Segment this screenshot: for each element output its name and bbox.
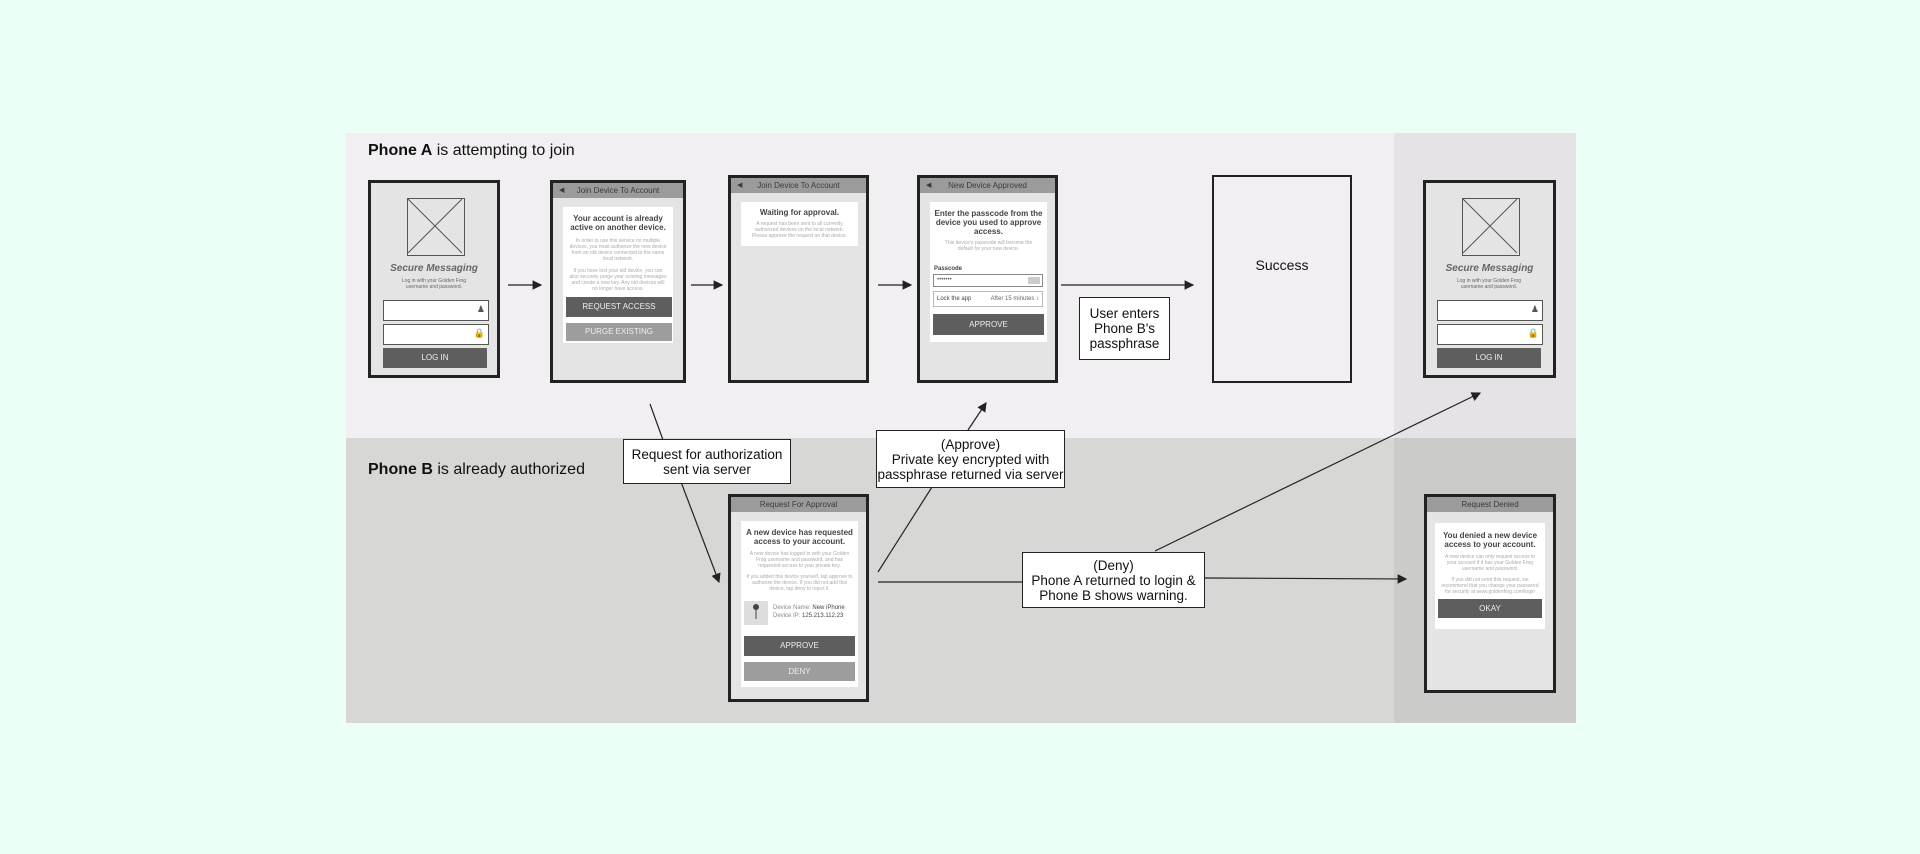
request-access-button[interactable]: REQUEST ACCESS: [566, 297, 672, 317]
back-arrow-icon[interactable]: ◀: [926, 182, 932, 189]
screen-header: Request Denied: [1427, 497, 1553, 512]
join-body-1: In order to use this service on multiple…: [569, 238, 667, 262]
callout-approve: (Approve) Private key encrypted with pas…: [876, 430, 1065, 488]
approve-button[interactable]: APPROVE: [744, 636, 855, 656]
passcode-field[interactable]: •••••••: [933, 274, 1043, 287]
request-body-1: A new device has logged in with your Gol…: [749, 551, 850, 569]
back-arrow-icon[interactable]: ◀: [737, 182, 743, 189]
request-card: A new device has requested access to you…: [741, 521, 858, 687]
phone-waiting: ◀Join Device To Account Waiting for appr…: [728, 175, 869, 383]
phone-request-approval: Request For Approval A new device has re…: [728, 494, 869, 702]
password-field[interactable]: 🔒: [1437, 324, 1543, 345]
username-field[interactable]: ♟: [383, 300, 489, 321]
app-title: Secure Messaging: [390, 263, 478, 274]
lock-icon: 🔒: [1527, 328, 1539, 338]
keyboard-icon: [1028, 277, 1040, 284]
waiting-heading: Waiting for approval.: [759, 208, 840, 217]
login-button[interactable]: LOG IN: [1437, 348, 1541, 368]
request-heading: A new device has requested access to you…: [746, 528, 853, 546]
login-button[interactable]: LOG IN: [383, 348, 487, 368]
lock-icon: 🔒: [473, 328, 485, 338]
passcode-label: Passcode: [934, 266, 963, 272]
phone-login: Secure Messaging Log in with your Golden…: [368, 180, 500, 378]
screen-header: ◀New Device Approved: [920, 178, 1055, 193]
join-card: Your account is already active on anothe…: [563, 207, 673, 343]
phone-login-returned: Secure Messaging Log in with your Golden…: [1423, 180, 1556, 378]
request-body-2: If you added this device yourself, tap a…: [746, 574, 853, 592]
denied-heading: You denied a new device access to your a…: [1442, 531, 1538, 549]
join-body-2: If you have lost your old device, you ca…: [569, 268, 667, 292]
deny-button[interactable]: DENY: [744, 662, 855, 681]
waiting-card: Waiting for approval. A request has been…: [741, 202, 858, 246]
success-screen: Success: [1212, 175, 1352, 383]
join-heading: Your account is already active on anothe…: [570, 214, 666, 232]
lane-a-title: Phone A is attempting to join: [368, 142, 575, 159]
callout-deny: (Deny) Phone A returned to login & Phone…: [1022, 552, 1205, 608]
user-icon: ♟: [1530, 304, 1539, 314]
device-name-row: Device Name: New iPhone: [773, 605, 845, 611]
screen-header: Request For Approval: [731, 497, 866, 512]
phone-request-denied: Request Denied You denied a new device a…: [1424, 494, 1556, 693]
screen-header: ◀Join Device To Account: [731, 178, 866, 193]
username-field[interactable]: ♟: [1437, 300, 1543, 321]
image-placeholder-icon: [1462, 198, 1520, 256]
approved-body: This device's passcode will become the d…: [944, 240, 1033, 252]
password-field[interactable]: 🔒: [383, 324, 489, 345]
login-subtitle: Log in with your Golden Frog username an…: [401, 278, 467, 290]
waiting-body: A request has been sent to all currently…: [751, 221, 848, 239]
approve-button[interactable]: APPROVE: [933, 314, 1044, 335]
callout-request: Request for authorization sent via serve…: [623, 439, 791, 484]
device-ip-row: Device IP: 125.213.112.23: [773, 613, 844, 619]
screen-header: ◀Join Device To Account: [553, 183, 683, 198]
user-icon: ♟: [476, 304, 485, 314]
back-arrow-icon[interactable]: ◀: [559, 187, 565, 194]
lane-phone-b: [346, 438, 1394, 723]
image-placeholder-icon: [407, 198, 465, 256]
denied-body-1: A new device can only request access to …: [1444, 554, 1536, 572]
phone-device-approved: ◀New Device Approved Enter the passcode …: [917, 175, 1058, 383]
map-pin-icon: [744, 601, 768, 625]
login-subtitle: Log in with your Golden Frog username an…: [1456, 278, 1522, 290]
approved-heading: Enter the passcode from the device you u…: [934, 209, 1043, 236]
okay-button[interactable]: OKAY: [1438, 599, 1542, 618]
app-title: Secure Messaging: [1445, 263, 1534, 274]
denied-body-2: If you did not send this request, we rec…: [1441, 577, 1539, 595]
callout-passphrase: User enters Phone B's passphrase: [1079, 297, 1170, 360]
phone-join-device: ◀Join Device To Account Your account is …: [550, 180, 686, 383]
lane-b-title: Phone B is already authorized: [368, 461, 585, 478]
purge-existing-button[interactable]: PURGE EXISTING: [566, 323, 672, 341]
